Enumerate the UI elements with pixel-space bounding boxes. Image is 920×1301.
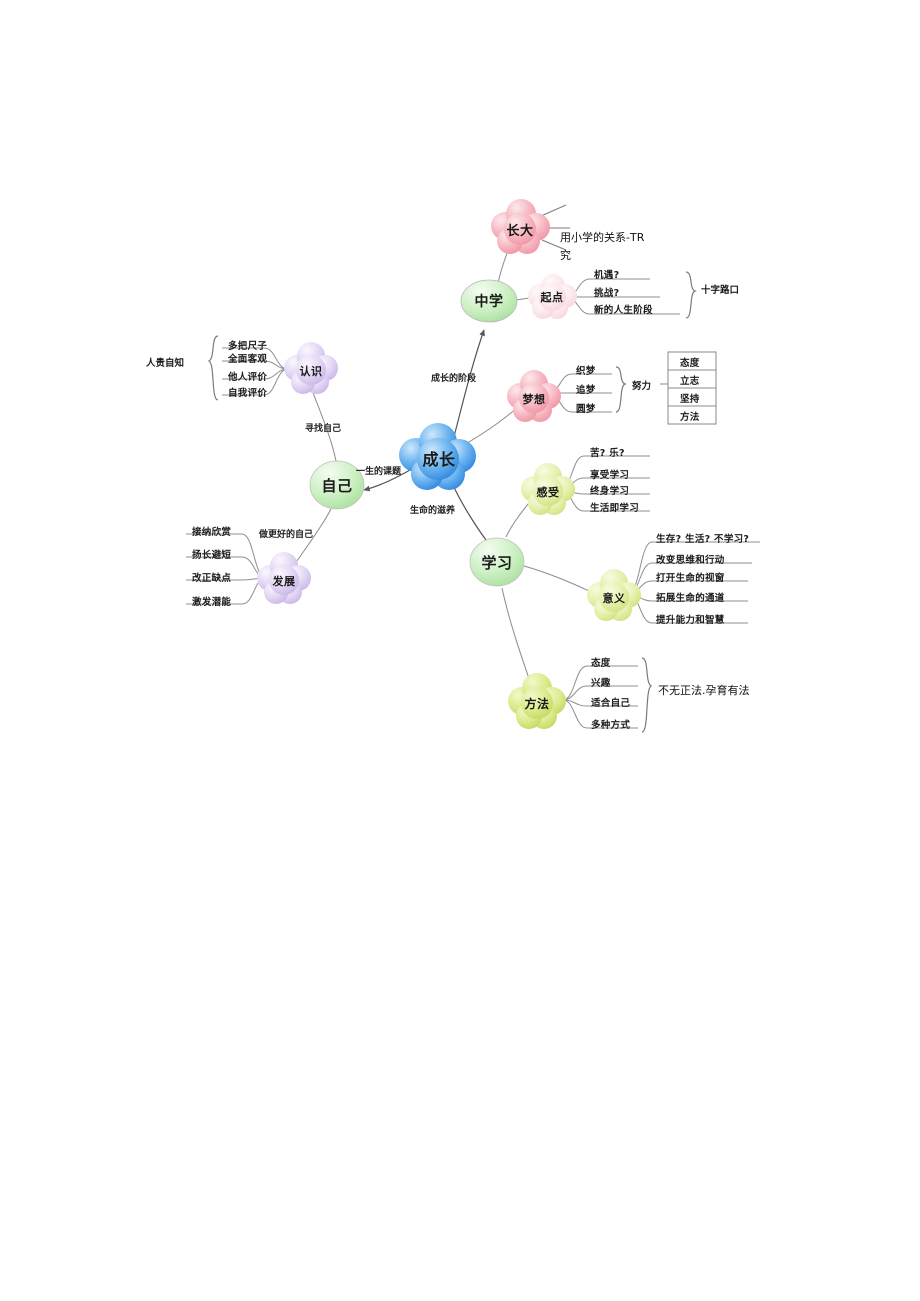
leaf-yiyi-0: 生存? 生活? 不学习? — [656, 534, 750, 545]
node-renshi[interactable]: 认识 — [299, 365, 323, 378]
leaf-nuli-1: 立志 — [680, 376, 700, 387]
annotation-shizi-lukou: 十字路口 — [701, 285, 740, 296]
leaf-mengxiang-0: 织梦 — [576, 366, 596, 377]
node-shape-qidian — [528, 274, 577, 319]
leaf-fazhan-1: 扬长避短 — [192, 550, 232, 561]
node-shape-zhongxue — [460, 279, 518, 323]
connector-label-chengzhang-jieduan: 成长的阶段 — [431, 374, 477, 384]
leaf-fangfa-3: 多种方式 — [591, 720, 631, 731]
node-shape-fazhan — [257, 552, 311, 604]
leaf-yiyi-4: 提升能力和智慧 — [656, 615, 725, 626]
node-shape-ziji — [309, 460, 365, 510]
connector-label-zuo-genghao-de-ziji: 做更好的自己 — [259, 530, 314, 540]
leaf-fangfa-2: 适合自己 — [591, 698, 631, 709]
leaf-nuli-0: 态度 — [680, 358, 700, 369]
leaf-renshi-1: 全面客观 — [228, 354, 268, 365]
node-yiyi[interactable]: 意义 — [602, 592, 626, 605]
leaf-fazhan-2: 改正缺点 — [192, 573, 232, 584]
leaf-mengxiang-1: 追梦 — [576, 385, 596, 396]
connector-label-yisheng-keti: 一生的课题 — [356, 467, 402, 477]
leaf-renshi-0: 多把尺子 — [228, 341, 268, 352]
leaf-mengxiang-2: 圆梦 — [576, 404, 596, 415]
node-shape-center — [399, 423, 476, 490]
leaf-qidian-2: 新的人生阶段 — [594, 305, 653, 316]
node-mengxiang[interactable]: 梦想 — [522, 393, 546, 406]
node-ziji[interactable]: 自己 — [321, 476, 353, 495]
leaf-qidian-0: 机遇? — [594, 270, 620, 281]
leaf-ganshou-2: 终身学习 — [590, 486, 630, 497]
node-center-chengzhang[interactable]: 成长 — [422, 450, 456, 469]
annotation-bu-wu-zhengfa: 不无正法.孕育有法 — [658, 684, 750, 697]
annotation-nuli: 努力 — [632, 381, 652, 392]
leaf-renshi-2: 他人评价 — [228, 372, 268, 383]
leaf-fazhan-3: 激发潜能 — [192, 597, 232, 608]
annotation-xiaoxue-guanxi: 用小学的关系-TR — [560, 231, 645, 244]
leaf-fazhan-0: 接纳欣赏 — [192, 527, 232, 538]
connector-label-shengming-ziyang: 生命的滋养 — [410, 506, 456, 516]
node-shape-mengxiang — [507, 370, 561, 422]
node-zhangda[interactable]: 长大 — [506, 223, 534, 239]
node-shape-fangfa — [508, 673, 566, 729]
leaf-nuli-3: 方法 — [680, 412, 700, 423]
leaf-ganshou-3: 生活即学习 — [590, 503, 640, 514]
node-fazhan[interactable]: 发展 — [272, 575, 296, 588]
leaf-qidian-1: 挑战? — [594, 288, 620, 299]
annotation-xiaoxue-guanxi-line2: 究 — [560, 249, 571, 262]
node-shape-renshi — [284, 342, 338, 394]
node-shape-ganshou — [521, 463, 575, 515]
leaf-renshi-3: 自我评价 — [228, 388, 268, 399]
leaf-fangfa-1: 兴趣 — [591, 678, 611, 689]
node-shape-yiyi — [587, 569, 641, 621]
node-qidian[interactable]: 起点 — [540, 291, 564, 304]
node-ganshou[interactable]: 感受 — [536, 486, 560, 499]
leaf-yiyi-1: 改变思维和行动 — [656, 555, 725, 566]
node-fangfa[interactable]: 方法 — [524, 696, 550, 711]
node-shape-xuexi — [469, 537, 525, 587]
leaf-yiyi-2: 打开生命的视窗 — [656, 573, 725, 584]
connector-label-xunzhao-ziji: 寻找自己 — [305, 424, 342, 434]
leaf-ganshou-0: 苦? 乐? — [590, 448, 625, 459]
annotation-ren-gui-zizhi: 人贵自知 — [146, 358, 185, 369]
node-xuexi[interactable]: 学习 — [481, 553, 513, 572]
node-shape-zhangda — [491, 199, 550, 254]
leaf-yiyi-3: 拓展生命的通道 — [656, 593, 725, 604]
leaf-ganshou-1: 享受学习 — [590, 470, 630, 481]
leaf-fangfa-0: 态度 — [591, 658, 611, 669]
node-zhongxue[interactable]: 中学 — [474, 294, 504, 310]
leaf-nuli-2: 坚持 — [680, 394, 700, 405]
